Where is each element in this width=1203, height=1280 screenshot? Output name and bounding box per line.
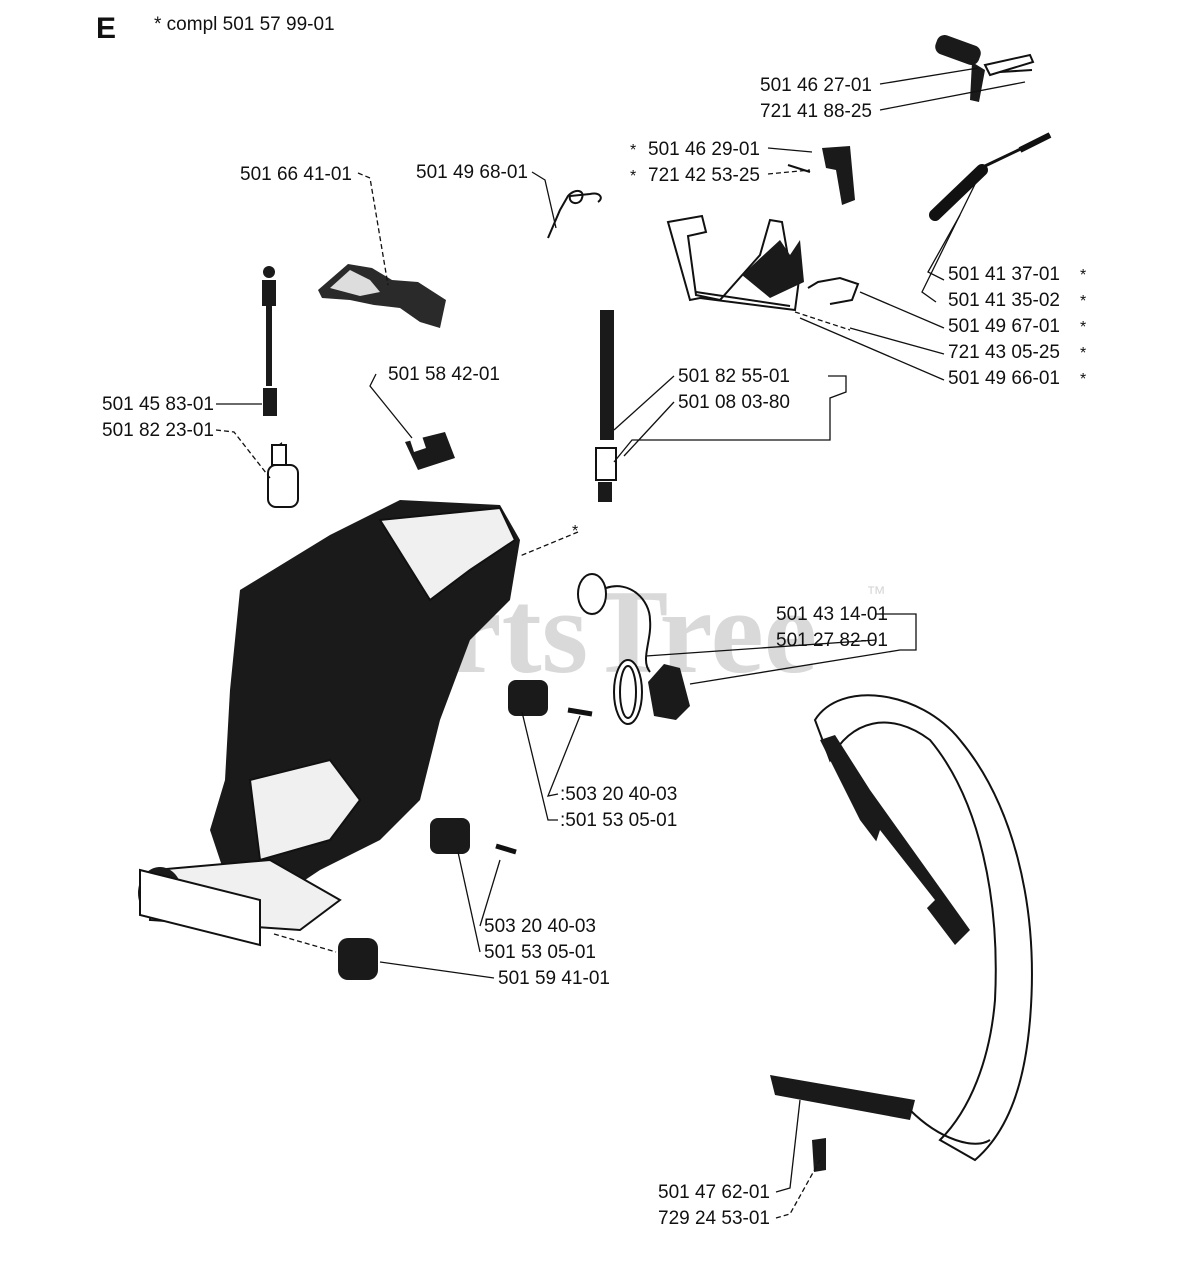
asterisk-mark: * [572, 523, 578, 540]
callout-729-24-53-01: 729 24 53-01 [658, 1208, 770, 1229]
asterisk-mark: * [630, 168, 636, 185]
clip-drawing [787, 146, 855, 205]
callout-501-45-83-01: 501 45 83-01 [102, 394, 214, 415]
callout-503-20-40-03-lower: 503 20 40-03 [484, 916, 596, 937]
shaft-drawing [595, 310, 617, 502]
callout-501-53-05-01-lower: 501 53 05-01 [484, 942, 596, 963]
callout-501-41-37-01: 501 41 37-01 [948, 264, 1060, 285]
asterisk-mark: * [1080, 345, 1086, 362]
callout-501-41-35-02: 501 41 35-02 [948, 290, 1060, 311]
front-handle-drawing [770, 694, 1033, 1172]
fuel-pickup-drawing [262, 266, 299, 508]
section-letter: E [96, 12, 116, 45]
complete-assembly-label: * compl 501 57 99-01 [154, 14, 335, 35]
damper-drawings [338, 680, 593, 980]
callout-501-27-82-01: 501 27 82-01 [776, 630, 888, 651]
callout-501-59-41-01: 501 59 41-01 [498, 968, 610, 989]
damper-block-drawing [318, 264, 446, 328]
asterisk-mark: * [1080, 267, 1086, 284]
callout-501-49-67-01: 501 49 67-01 [948, 316, 1060, 337]
asterisk-mark: * [1080, 371, 1086, 388]
callout-501-46-29-01: 501 46 29-01 [648, 139, 760, 160]
tank-housing-drawing [138, 500, 520, 947]
fuel-cap-drawing [577, 573, 690, 725]
throttle-trigger-drawing [666, 214, 860, 331]
callout-721-41-88-25: 721 41 88-25 [760, 101, 872, 122]
leader-lines [215, 67, 1026, 1219]
clip-bracket-drawing [405, 432, 455, 470]
spring-drawing [547, 190, 602, 239]
callout-501-46-27-01: 501 46 27-01 [760, 75, 872, 96]
callout-721-43-05-25: 721 43 05-25 [948, 342, 1060, 363]
callout-501-82-55-01: 501 82 55-01 [678, 366, 790, 387]
watermark-trademark: ™ [866, 583, 886, 605]
callout-501-49-66-01: 501 49 66-01 [948, 368, 1060, 389]
throttle-rod-drawing [929, 132, 1052, 221]
callout-501-47-62-01: 501 47 62-01 [658, 1182, 770, 1203]
lever-pin-drawing [935, 34, 1035, 102]
asterisk-mark: * [1080, 319, 1086, 336]
callout-501-08-03-80: 501 08 03-80 [678, 392, 790, 413]
callout-721-42-53-25: 721 42 53-25 [648, 165, 760, 186]
callout-501-43-14-01: 501 43 14-01 [776, 604, 888, 625]
callout-501-58-42-01: 501 58 42-01 [388, 364, 500, 385]
callout-501-49-68-01: 501 49 68-01 [416, 162, 528, 183]
callout-503-20-40-03-upper: :503 20 40-03 [560, 784, 677, 805]
callout-501-82-23-01: 501 82 23-01 [102, 420, 214, 441]
callout-501-66-41-01: 501 66 41-01 [240, 164, 352, 185]
callout-501-53-05-01-upper: :501 53 05-01 [560, 810, 677, 831]
asterisk-mark: * [1080, 293, 1086, 310]
asterisk-mark: * [630, 142, 636, 159]
